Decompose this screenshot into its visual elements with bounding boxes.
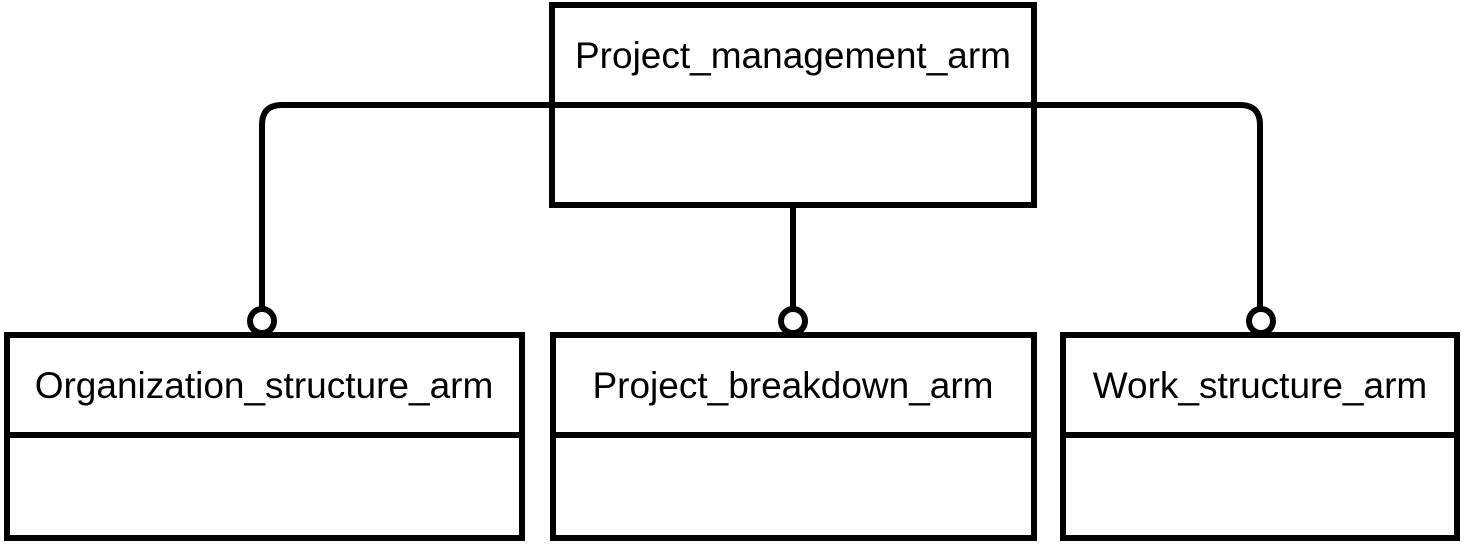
class-box-project-management-arm[interactable]: Project_management_arm — [549, 2, 1037, 208]
generalization-connectors — [259, 102, 1263, 321]
class-box-organization-structure-arm[interactable]: Organization_structure_arm — [4, 332, 525, 541]
class-box-project-breakdown-arm[interactable]: Project_breakdown_arm — [550, 332, 1037, 541]
class-name-label: Project_breakdown_arm — [592, 365, 993, 406]
socket-circle-project-breakdown-icon[interactable] — [778, 306, 808, 336]
class-box-work-structure-arm[interactable]: Work_structure_arm — [1060, 332, 1460, 541]
socket-circle-organization-structure-icon[interactable] — [247, 306, 277, 336]
class-name-label: Project_management_arm — [575, 35, 1011, 76]
generalization-sockets — [247, 306, 1276, 336]
class-name-label: Work_structure_arm — [1093, 365, 1427, 406]
class-name-label: Organization_structure_arm — [35, 365, 494, 406]
socket-circle-work-structure-icon[interactable] — [1246, 306, 1276, 336]
connector-left-organization-structure[interactable] — [259, 102, 552, 321]
connector-right-work-structure[interactable] — [1034, 102, 1263, 321]
